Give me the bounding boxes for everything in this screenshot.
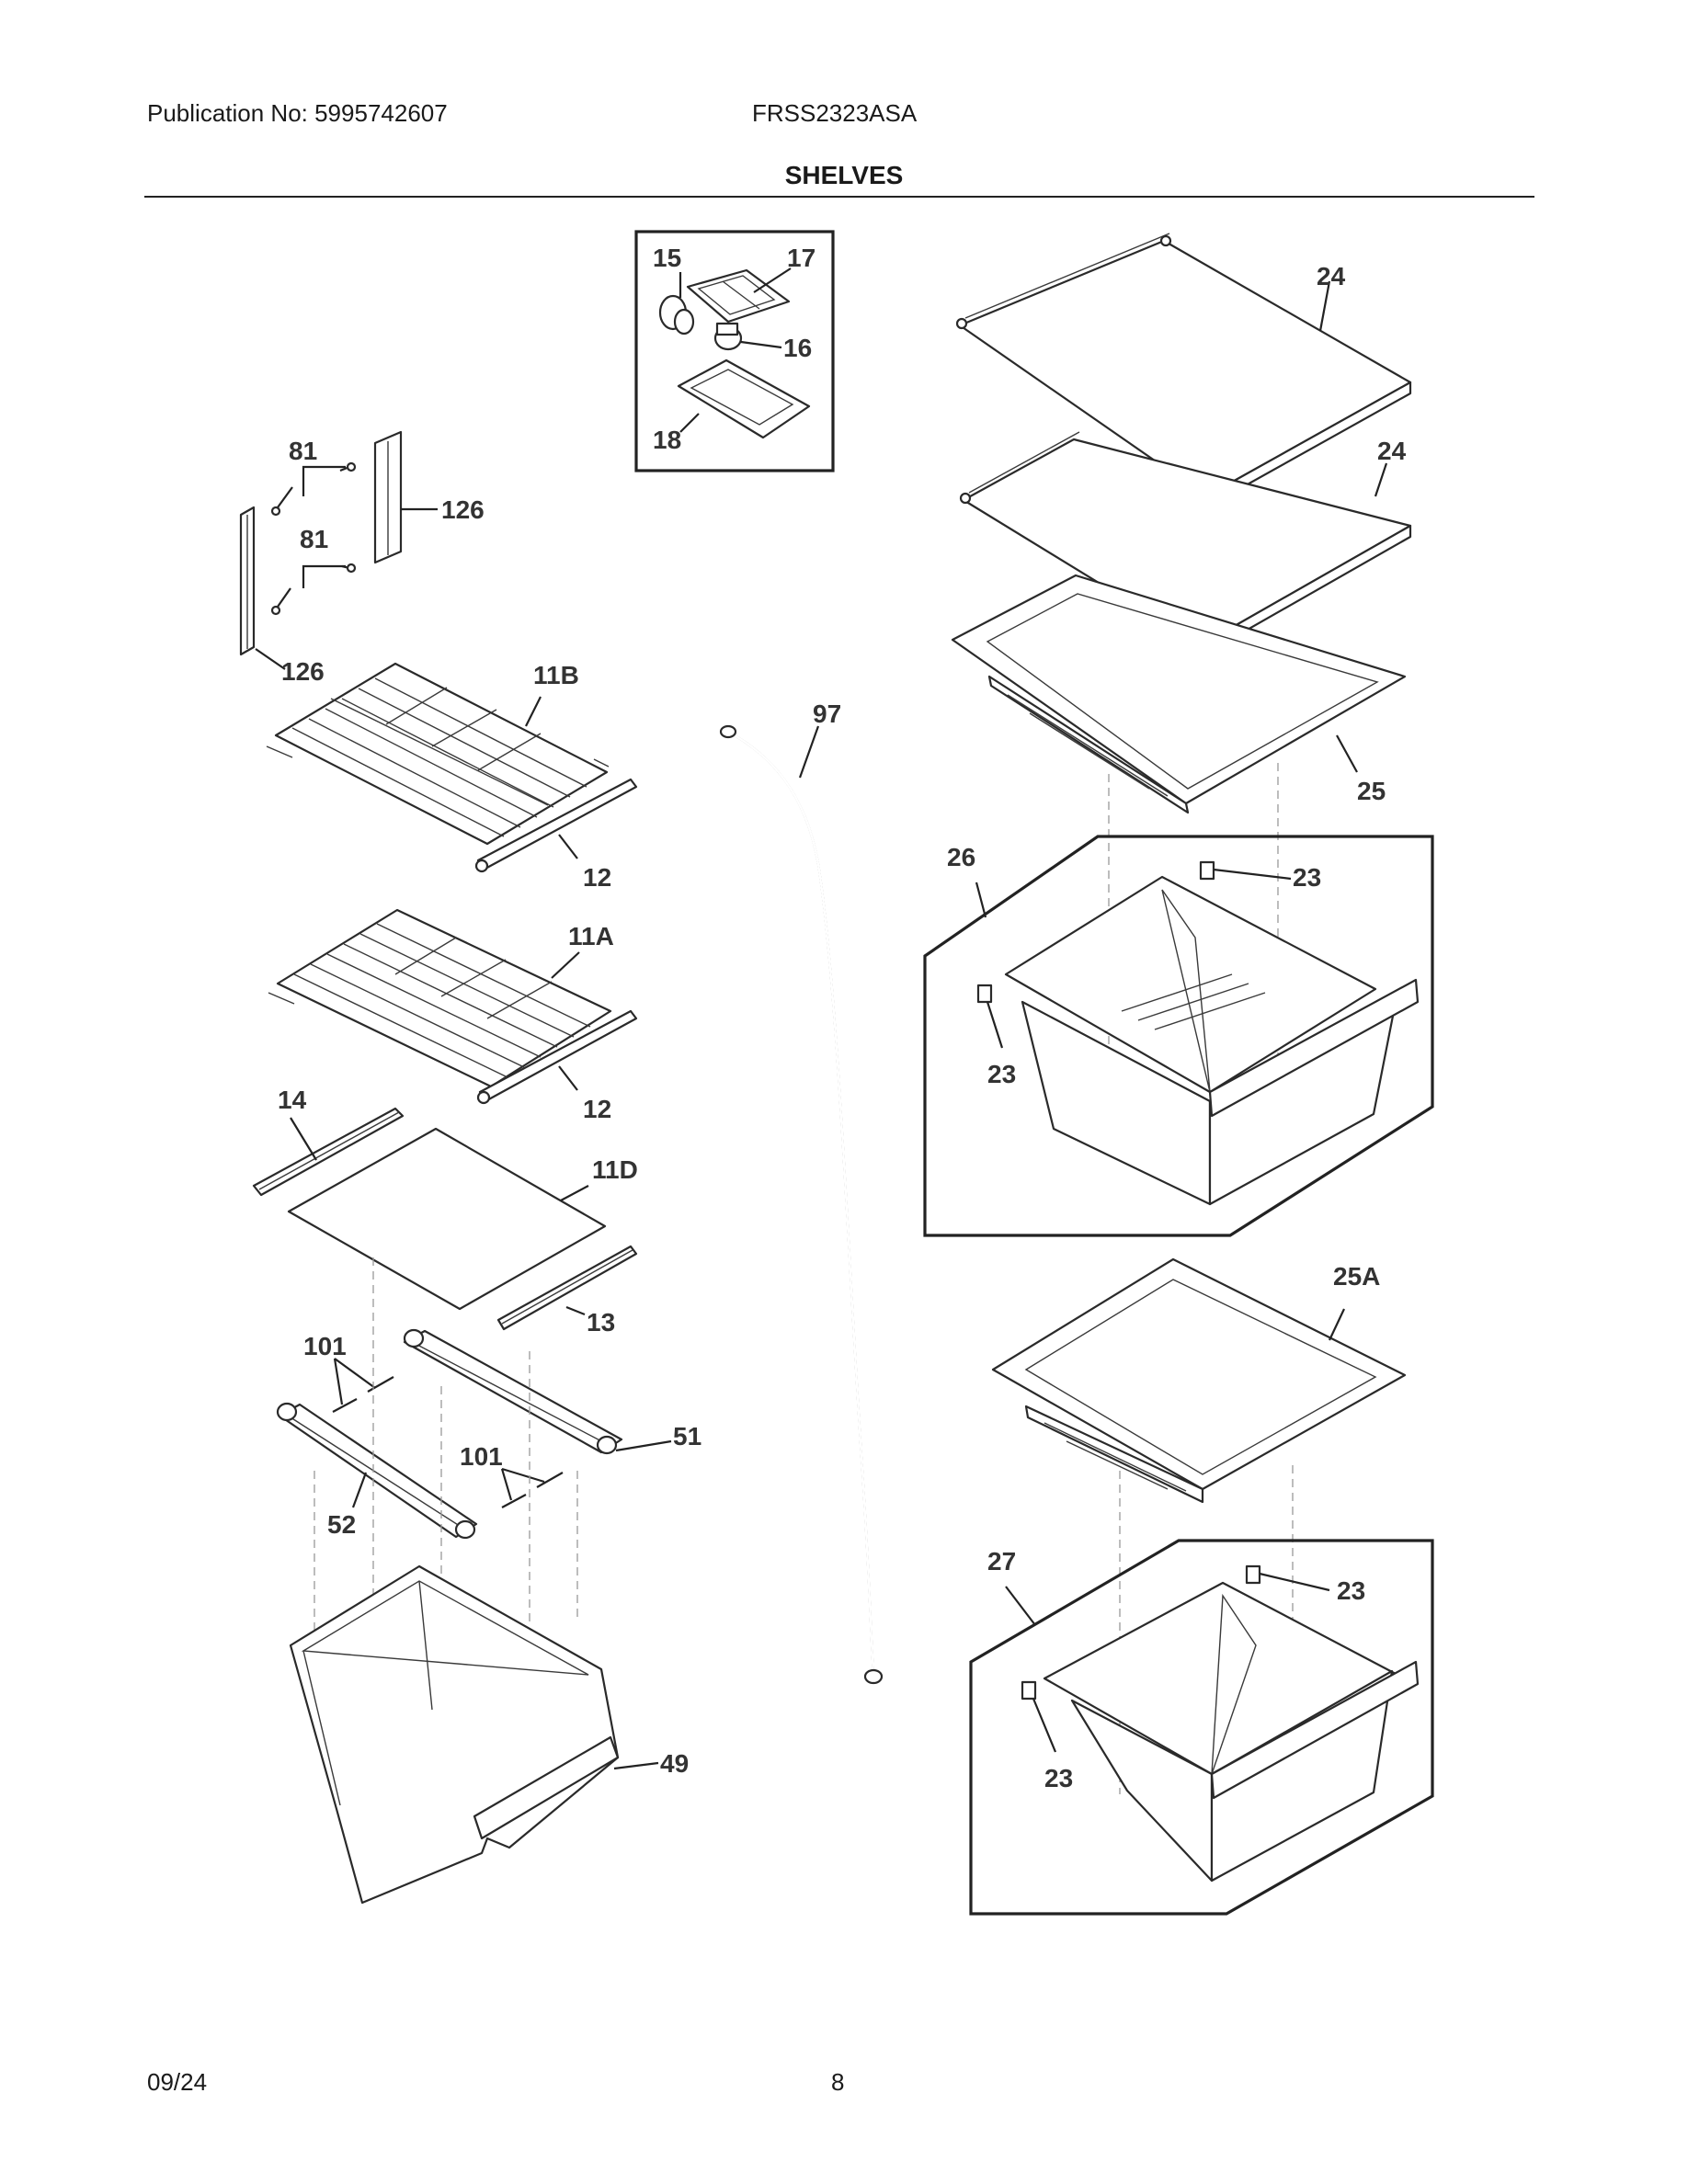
callout-18: 18: [653, 426, 681, 454]
callout-12a: 12: [583, 863, 611, 892]
callout-49: 49: [660, 1749, 689, 1778]
screw-81-upper: [270, 486, 293, 517]
header-rule: [144, 196, 1534, 198]
screw-81-a: [339, 461, 357, 472]
clip-23-left: [976, 984, 993, 1004]
callout-51: 51: [673, 1422, 701, 1450]
callout-23c: 23: [1337, 1576, 1365, 1605]
drawer-26-frame: [923, 835, 1434, 1237]
callout-97: 97: [813, 700, 841, 728]
inset-frame: [634, 230, 835, 472]
drawer-27: [1043, 1581, 1420, 1883]
model-number: FRSS2323ASA: [752, 99, 918, 127]
light-cover-part-18: [677, 358, 811, 439]
light-assembly-inset: 15 17 16 18: [634, 230, 835, 472]
callout-11b: 11B: [533, 661, 579, 689]
callout-81a: 81: [289, 437, 317, 465]
drawer-26-inset: 26 23 23: [923, 835, 1434, 1237]
tube-97: 97: [719, 700, 884, 1685]
screw-81-lower: [270, 587, 291, 616]
callout-25: 25: [1357, 777, 1386, 805]
drawer-27-frame: [969, 1539, 1434, 1916]
callout-27: 27: [987, 1547, 1016, 1575]
drawer-26: [1004, 875, 1420, 1206]
callout-17: 17: [787, 244, 815, 272]
callout-12b: 12: [583, 1095, 611, 1123]
trim-14: [252, 1107, 405, 1197]
shelf-trim-12-lower: [476, 1009, 638, 1105]
glass-shelf-24-lower: [959, 431, 1412, 658]
clip-23-top: [1199, 860, 1215, 881]
clip-23-top-lower: [1245, 1564, 1261, 1585]
callout-126a: 126: [441, 495, 485, 524]
callout-16: 16: [783, 334, 812, 362]
shelf-trim-12-upper: [474, 778, 638, 873]
callout-25a: 25A: [1333, 1262, 1380, 1291]
callout-23d: 23: [1044, 1764, 1073, 1792]
wire-shelf-11b: [266, 662, 610, 846]
trim-13: [496, 1245, 638, 1331]
crisper-cover-25a: [991, 1257, 1407, 1504]
callout-101b: 101: [460, 1442, 503, 1471]
bulb-socket-part-15: [658, 294, 695, 336]
callout-126b: 126: [281, 657, 325, 686]
rail-51: [403, 1328, 623, 1455]
wire-shelf-11a: [268, 908, 612, 1088]
callout-11a: 11A: [568, 922, 614, 950]
light-housing-part-17: [686, 268, 791, 324]
socket-part-16: [713, 322, 743, 351]
callout-15: 15: [653, 244, 681, 272]
callout-23b: 23: [987, 1060, 1016, 1088]
glass-shelf-24-upper: [955, 233, 1412, 509]
publication-number: Publication No: 5995742607: [147, 99, 448, 127]
callout-52: 52: [327, 1510, 356, 1539]
screws-101-lower: [501, 1472, 564, 1508]
rail-52: [276, 1402, 478, 1540]
callout-13: 13: [587, 1308, 615, 1337]
clip-23-left-lower: [1021, 1680, 1037, 1701]
callout-26: 26: [947, 843, 975, 871]
crisper-cover-25: [951, 574, 1407, 814]
crisper-pan-49: 49: [289, 1564, 689, 1905]
callout-14: 14: [278, 1086, 307, 1114]
glass-shelf-11d: [287, 1127, 607, 1311]
callout-23a: 23: [1293, 863, 1321, 892]
screws-101-upper: [332, 1376, 394, 1413]
callout-81b: 81: [300, 525, 328, 553]
drawer-27-inset: 27 23 23: [969, 1539, 1434, 1916]
callout-101a: 101: [303, 1332, 347, 1360]
callout-24b: 24: [1377, 437, 1407, 465]
callout-24a: 24: [1317, 262, 1346, 290]
page-number: 8: [831, 2068, 845, 2096]
shelf-brackets-group: 81 81 126 126: [239, 430, 485, 686]
revision-date: 09/24: [147, 2068, 208, 2096]
page-title: SHELVES: [784, 161, 904, 189]
callout-11d: 11D: [592, 1155, 638, 1184]
